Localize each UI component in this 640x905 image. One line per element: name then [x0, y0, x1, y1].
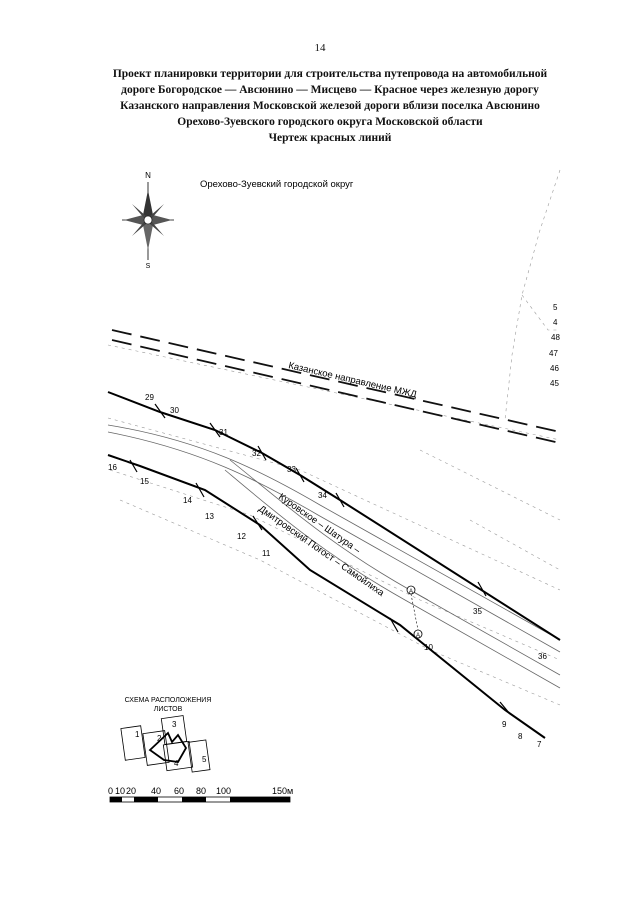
point-label: 13 — [205, 512, 214, 521]
point-label: 33 — [287, 465, 296, 474]
title-line: Чертеж красных линий — [268, 132, 392, 144]
point-label: 8 — [518, 732, 523, 741]
lower-point-labels: 16 15 14 13 12 11 10 9 8 7 — [108, 463, 542, 749]
scale-label: 10 — [115, 786, 125, 796]
title-line: Казанского направления Московской железо… — [120, 100, 540, 112]
sheet-scheme-title: СХЕМА РАСПОЛОЖЕНИЯ — [125, 697, 212, 704]
point-label: 16 — [108, 463, 117, 472]
sheet-number: 3 — [172, 720, 177, 729]
scale-bar: 0 10 20 40 60 80 100 150м — [108, 786, 293, 803]
page-number: 14 — [314, 42, 326, 54]
svg-text:47: 47 — [549, 349, 558, 358]
svg-text:48: 48 — [551, 333, 560, 342]
district-label: Орехово-Зуевский городской округ — [200, 179, 354, 190]
compass-south: S — [146, 263, 151, 270]
svg-text:A: A — [416, 633, 420, 639]
scale-label: 80 — [196, 786, 206, 796]
scale-label: 40 — [151, 786, 161, 796]
road-edges — [107, 424, 561, 689]
point-label: 10 — [424, 643, 433, 652]
point-label: 14 — [183, 496, 192, 505]
sheet-scheme: СХЕМА РАСПОЛОЖЕНИЯ ЛИСТОВ 1 2 3 4 5 — [120, 697, 212, 773]
scale-label: 100 — [216, 786, 231, 796]
drawing-title: Проект планировки территории для строите… — [70, 66, 590, 146]
title-line: дороге Богородское — Авсюнино — Мисцево … — [121, 84, 539, 96]
sheet-scheme-subtitle: ЛИСТОВ — [154, 706, 183, 713]
scale-label: 150м — [272, 786, 293, 796]
point-label: 12 — [237, 532, 246, 541]
title-line: Проект планировки территории для строите… — [112, 68, 548, 80]
railway-line — [111, 329, 561, 444]
sheet-number: 4 — [174, 759, 179, 768]
point-label: 9 — [502, 720, 507, 729]
svg-text:46: 46 — [550, 364, 559, 373]
point-label: 36 — [538, 652, 547, 661]
svg-text:4: 4 — [553, 318, 558, 327]
sheet-number: 1 — [135, 730, 140, 739]
point-label: 15 — [140, 477, 149, 486]
edge-labels: 5 4 48 47 46 45 — [549, 303, 560, 388]
compass-rose: N S — [122, 171, 174, 270]
lower-red-line — [107, 454, 546, 739]
svg-text:45: 45 — [550, 379, 559, 388]
point-label: 7 — [537, 740, 542, 749]
scale-label: 20 — [126, 786, 136, 796]
compass-north: N — [145, 171, 151, 180]
sheet-number: 2 — [157, 734, 162, 743]
point-label: 29 — [145, 393, 154, 402]
upper-point-labels: 29 30 31 32 33 34 35 36 — [145, 393, 547, 661]
background-contours — [107, 169, 561, 706]
point-label: 30 — [170, 406, 179, 415]
point-label: 11 — [262, 549, 271, 558]
point-label: 35 — [473, 607, 482, 616]
section-marker: A A — [406, 585, 423, 639]
upper-red-line — [107, 391, 561, 641]
scale-label: 0 — [108, 786, 113, 796]
point-label: 31 — [219, 428, 228, 437]
scale-label: 60 — [174, 786, 184, 796]
point-label: 34 — [318, 491, 327, 500]
svg-text:5: 5 — [553, 303, 558, 312]
sheet-number: 5 — [202, 755, 207, 764]
point-label: 32 — [252, 449, 261, 458]
svg-text:A: A — [409, 589, 413, 595]
turning-point-ticks — [129, 403, 511, 715]
title-line: Орехово-Зуевского городского округа Моск… — [177, 116, 483, 128]
